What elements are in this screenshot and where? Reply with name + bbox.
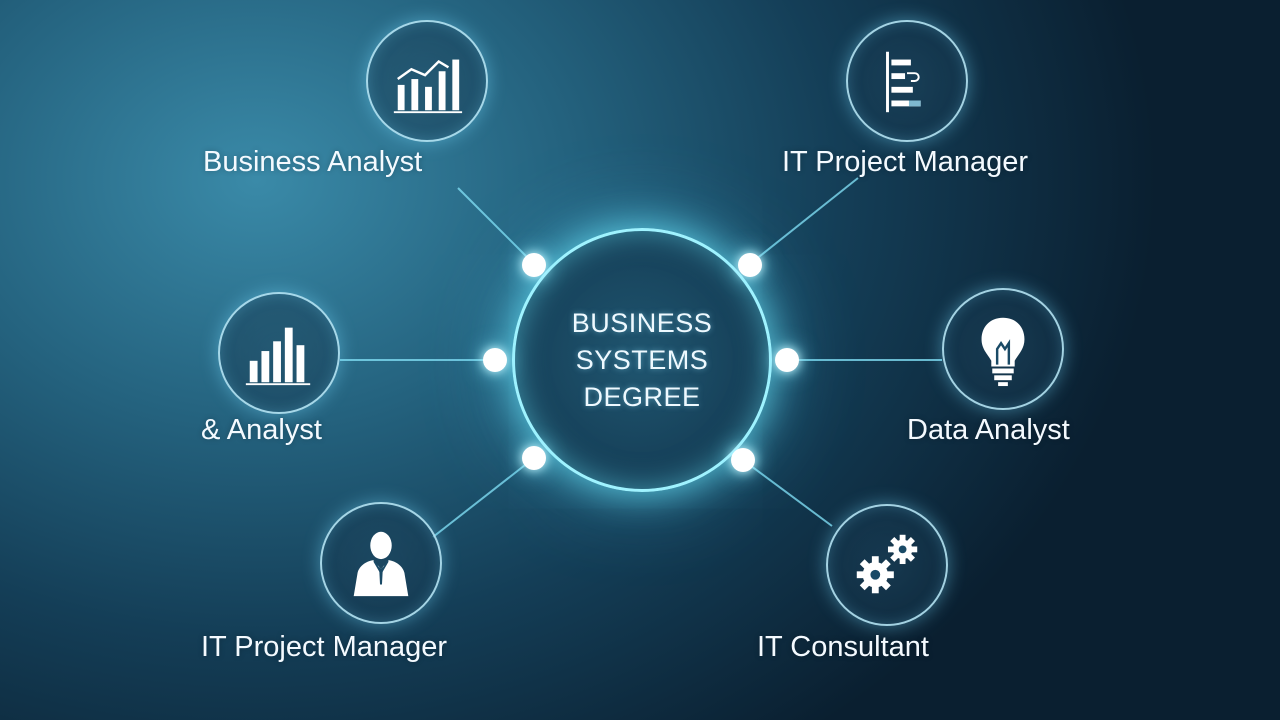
node-analyst: [218, 292, 340, 414]
connector-it-project-manager-top: [749, 177, 859, 265]
lightbulb-icon: [981, 317, 1025, 387]
center-line-3: DEGREE: [583, 381, 701, 412]
bar-chart-trend-icon: [393, 59, 463, 114]
node-label-it-project-manager-top: IT Project Manager: [782, 146, 1029, 178]
node-label-data-analyst: Data Analyst: [907, 414, 1070, 446]
gantt-timeline-icon: [886, 51, 921, 113]
connector-dot: [522, 253, 546, 277]
node-it-consultant: [826, 504, 948, 626]
connector-business-analyst: [457, 187, 535, 265]
bar-chart-icon: [245, 327, 311, 386]
connector-dot: [775, 348, 799, 372]
connector-dot: [483, 348, 507, 372]
node-label-it-consultant: IT Consultant: [757, 631, 929, 663]
center-line-1: BUSINESS: [571, 307, 713, 338]
node-label-analyst: & Analyst: [201, 414, 322, 446]
node-it-project-manager-bottom: [320, 502, 442, 624]
connector-dot: [522, 446, 546, 470]
center-line-2: SYSTEMS: [575, 344, 709, 375]
connector-it-consultant: [742, 459, 833, 527]
node-label-it-project-manager-bottom: IT Project Manager: [201, 631, 448, 663]
connector-dot: [731, 448, 755, 472]
node-label-business-analyst: Business Analyst: [203, 146, 423, 178]
connector-it-project-manager-bottom: [432, 457, 535, 538]
node-business-analyst: [366, 20, 488, 142]
center-hub: BUSINESS SYSTEMS DEGREE: [512, 228, 772, 492]
connector-dot: [738, 253, 762, 277]
gears-icon: [856, 534, 918, 594]
node-data-analyst: [942, 288, 1064, 410]
node-it-project-manager-top: [846, 20, 968, 142]
businessman-icon: [353, 531, 409, 597]
